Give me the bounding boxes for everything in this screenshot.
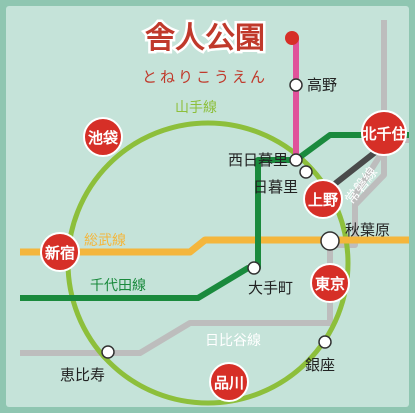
station-label: 西日暮里 <box>228 151 288 169</box>
major-station-tokyo: 東京 <box>310 263 350 303</box>
major-station-marker <box>83 117 123 157</box>
station-ebisu: 恵比寿 <box>60 345 115 384</box>
station-label: 銀座 <box>305 356 335 374</box>
major-station-label: 品川 <box>214 374 244 392</box>
station-label: 高野 <box>307 76 337 94</box>
sobu-line-label: 総武線 <box>84 233 126 249</box>
major-station-ikebukuro: 池袋 <box>83 117 123 157</box>
major-station-label: 上野 <box>308 191 338 209</box>
station-marker <box>320 231 340 251</box>
station-marker <box>289 153 303 167</box>
station-label: 恵比寿 <box>60 366 105 384</box>
chiyoda-line <box>20 132 409 301</box>
map-background <box>6 6 409 407</box>
station-marker <box>289 78 303 92</box>
station-otemachi: 大手町 <box>247 261 293 297</box>
station-ginza: 銀座 <box>305 335 335 374</box>
sobu-line <box>20 236 409 256</box>
station-takano: 高野 <box>289 76 337 94</box>
major-station-shinjuku: 新宿 <box>40 232 80 272</box>
map-title-kana: とねりこうえん <box>142 68 268 86</box>
hokuso-line-segment <box>333 147 381 186</box>
major-station-ueno: 上野 <box>303 179 343 219</box>
major-station-marker <box>303 179 343 219</box>
yamanote-line-label: 山手線 <box>175 100 217 116</box>
station-marker <box>101 345 115 359</box>
station-marker <box>299 165 313 179</box>
chiyoda-line-label: 千代田線 <box>90 278 146 294</box>
station-nishinippori: 西日暮里 <box>228 151 303 169</box>
major-station-marker <box>40 232 80 272</box>
major-station-label: 池袋 <box>88 129 119 147</box>
joban-line <box>352 20 387 208</box>
station-label: 日暮里 <box>253 178 298 196</box>
station-marker <box>247 261 261 275</box>
station-nippori: 日暮里 <box>253 165 313 196</box>
major-station-kitasenju: 北千住 <box>361 110 407 156</box>
major-station-label: 東京 <box>315 275 345 293</box>
destination-marker <box>285 31 299 45</box>
major-station-shinagawa: 品川 <box>209 362 249 402</box>
major-station-marker <box>209 362 249 402</box>
major-station-marker <box>361 110 407 156</box>
station-label: 秋葉原 <box>345 221 390 239</box>
major-station-marker <box>310 263 350 303</box>
station-label: 大手町 <box>248 279 293 297</box>
station-marker <box>318 335 332 349</box>
station-akihabara: 秋葉原 <box>320 221 390 251</box>
major-station-label: 北千住 <box>361 125 406 143</box>
hibiya-line-label: 日比谷線 <box>205 333 261 349</box>
map-title: 舎人公園 <box>145 21 265 56</box>
major-station-label: 新宿 <box>45 244 75 262</box>
